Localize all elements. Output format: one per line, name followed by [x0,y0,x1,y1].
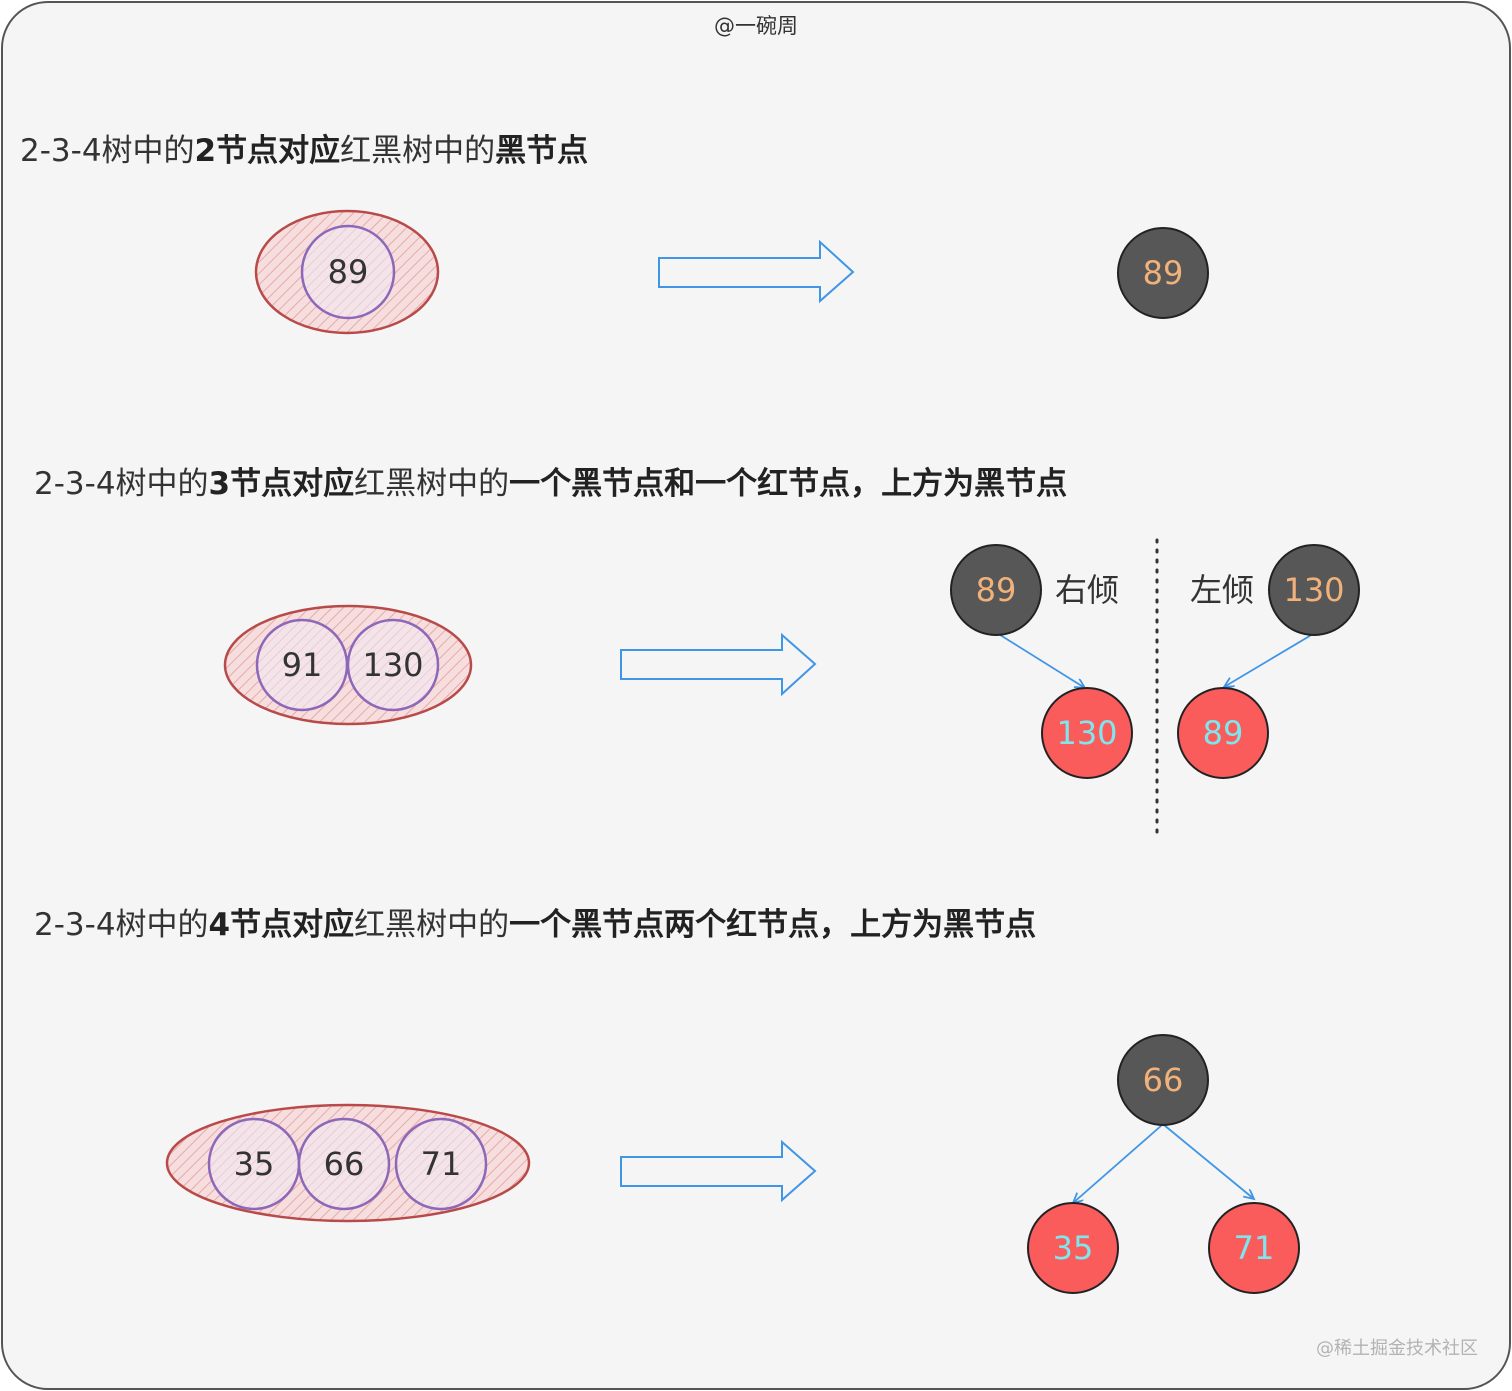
left-lean-tree: 左倾 130 89 [1177,544,1360,779]
black-node-label: 89 [976,571,1017,609]
key-circle [346,618,440,712]
key-circle [300,224,396,320]
black-node [1117,227,1209,319]
key-label: 91 [282,646,323,684]
edge [1224,633,1314,687]
row1-rb-tree: 89 [1117,227,1209,319]
key-label: 130 [362,646,423,684]
red-node-label: 35 [1053,1229,1094,1267]
black-node [1268,544,1360,636]
row3-title: 2-3-4树中的4节点对应红黑树中的一个黑节点两个红节点，上方为黑节点 [34,907,1036,943]
author-tag: @一碗周 [714,14,798,38]
red-node-label: 89 [1203,714,1244,752]
red-node [1041,687,1133,779]
red-node [1208,1202,1300,1294]
black-node-label: 89 [1143,254,1184,292]
edge [1163,1124,1254,1199]
row1-group-node: 89 [254,209,440,335]
red-node [1177,687,1269,779]
row3-rb-tree: 66 35 71 [1027,1034,1300,1294]
edge [1073,1124,1163,1203]
row2-group-node: 91 130 [223,604,473,726]
edge [996,632,1085,688]
watermark: @稀土掘金技术社区 [1316,1338,1478,1359]
key-label: 71 [421,1145,462,1183]
key-circle [297,1117,391,1211]
red-node-label: 130 [1056,714,1117,752]
black-node-label: 130 [1283,571,1344,609]
variant-label-left: 左倾 [1190,571,1254,609]
transform-arrow-3 [620,1139,817,1203]
row1-title: 2-3-4树中的2节点对应红黑树中的黑节点 [20,133,588,169]
black-node [1117,1034,1209,1126]
key-circle [394,1117,488,1211]
red-node [1027,1202,1119,1294]
row2-title: 2-3-4树中的3节点对应红黑树中的一个黑节点和一个红节点，上方为黑节点 [34,466,1067,502]
key-label: 89 [328,253,369,291]
red-node-label: 71 [1234,1229,1275,1267]
right-lean-tree: 89 右倾 130 [950,544,1133,779]
row3-group-node: 35 66 71 [165,1103,531,1223]
key-label: 66 [324,1145,365,1183]
black-node-label: 66 [1143,1061,1184,1099]
black-node [950,544,1042,636]
transform-arrow-2 [620,632,817,697]
variant-label-right: 右倾 [1055,571,1119,609]
key-label: 35 [234,1145,275,1183]
transform-arrow-1 [658,239,855,304]
